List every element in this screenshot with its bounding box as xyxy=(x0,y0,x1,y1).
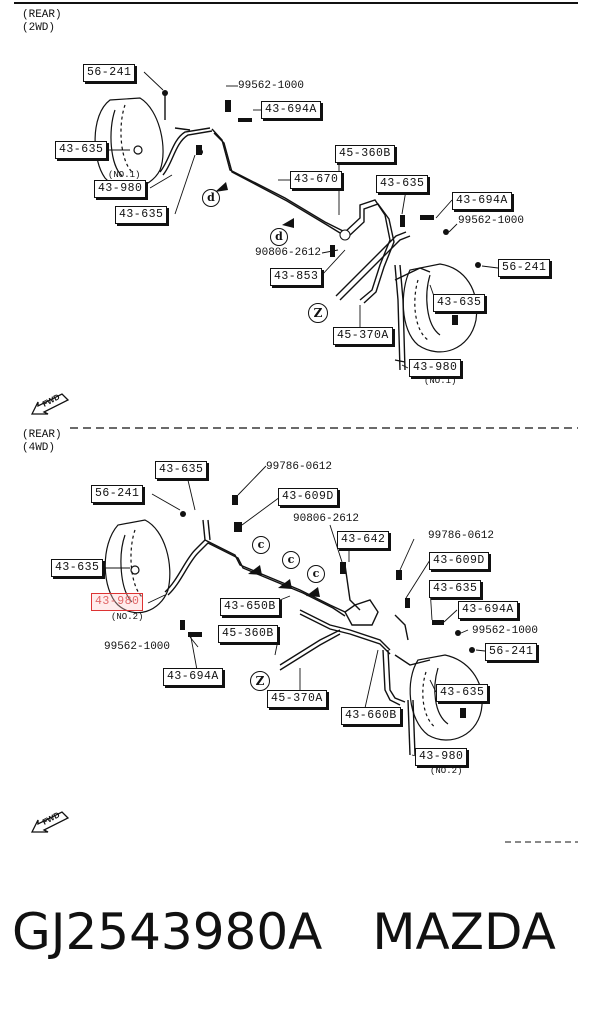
section-label-drive: (2WD) xyxy=(22,22,56,34)
marker-c: c xyxy=(307,565,325,583)
footer-title: GJ2543980A MAZDA xyxy=(12,902,556,962)
part-label-43-609D[interactable]: 43-609D xyxy=(278,488,338,506)
part-number-99562-1000[interactable]: 99562-1000 xyxy=(104,641,171,653)
part-label-43-670[interactable]: 43-670 xyxy=(290,171,343,189)
part-label-43-609D[interactable]: 43-609D xyxy=(429,552,489,570)
section-label-drive: (4WD) xyxy=(22,442,56,454)
part-label-43-650B[interactable]: 43-650B xyxy=(220,598,280,616)
part-label-45-360B[interactable]: 45-360B xyxy=(218,625,278,643)
part-label-43-980[interactable]: 43-980 xyxy=(415,748,468,766)
part-number-99562-1000[interactable]: 99562-1000 xyxy=(458,215,525,227)
leaders-2wd xyxy=(105,71,499,369)
leaders-4wd xyxy=(105,465,486,757)
marker-d: d xyxy=(202,189,220,207)
footer-brand: MAZDA xyxy=(372,903,556,961)
right-brake-assembly-4wd xyxy=(409,654,483,741)
fwd-arrow-icon: FWD xyxy=(30,808,70,834)
marker-d: d xyxy=(270,228,288,246)
sub-label-no1: (NO.1) xyxy=(108,170,141,180)
arrows-4wd xyxy=(248,565,320,597)
part-number-90806-2612[interactable]: 90806-2612 xyxy=(255,247,322,259)
part-label-45-370A[interactable]: 45-370A xyxy=(267,690,327,708)
part-label-45-360B[interactable]: 45-360B xyxy=(335,145,395,163)
section-header-4wd: (REAR) (4WD) xyxy=(22,429,62,455)
part-label-56-241[interactable]: 56-241 xyxy=(498,259,551,277)
fwd-arrow-icon: FWD xyxy=(30,390,70,416)
part-label-43-635[interactable]: 43-635 xyxy=(51,559,104,577)
part-label-43-635[interactable]: 43-635 xyxy=(429,580,482,598)
part-label-43-980[interactable]: 43-980 xyxy=(409,359,462,377)
part-label-45-370A[interactable]: 45-370A xyxy=(333,327,393,345)
part-label-56-241[interactable]: 56-241 xyxy=(91,485,144,503)
marker-c: c xyxy=(252,536,270,554)
fittings-2wd xyxy=(162,90,481,325)
brake-lines-2wd xyxy=(159,95,431,371)
footer-part-number: GJ2543980A xyxy=(12,903,323,961)
arrows-2wd xyxy=(215,182,294,228)
part-label-43-660B[interactable]: 43-660B xyxy=(341,707,401,725)
part-label-56-241[interactable]: 56-241 xyxy=(485,643,538,661)
part-number-99562-1000[interactable]: 99562-1000 xyxy=(238,80,305,92)
part-number-99786-0612[interactable]: 99786-0612 xyxy=(266,461,333,473)
part-label-43-694A[interactable]: 43-694A xyxy=(458,601,518,619)
part-label-43-853[interactable]: 43-853 xyxy=(270,268,323,286)
part-label-43-635[interactable]: 43-635 xyxy=(55,141,108,159)
right-brake-assembly-2wd xyxy=(402,263,478,353)
part-label-43-694A[interactable]: 43-694A xyxy=(452,192,512,210)
part-label-43-694A[interactable]: 43-694A xyxy=(163,668,223,686)
part-number-99562-1000[interactable]: 99562-1000 xyxy=(472,625,539,637)
section-label-rear: (REAR) xyxy=(22,9,62,21)
part-label-43-635[interactable]: 43-635 xyxy=(433,294,486,312)
part-number-99786-0612[interactable]: 99786-0612 xyxy=(428,530,495,542)
marker-c: c xyxy=(282,551,300,569)
part-label-43-635[interactable]: 43-635 xyxy=(436,684,489,702)
part-label-43-635[interactable]: 43-635 xyxy=(376,175,429,193)
section-label-rear: (REAR) xyxy=(22,429,62,441)
left-brake-assembly-4wd xyxy=(104,519,171,614)
sub-label-no2: (NO.2) xyxy=(111,612,144,622)
part-label-56-241[interactable]: 56-241 xyxy=(83,64,136,82)
fittings-4wd xyxy=(180,495,475,718)
marker-z: Z xyxy=(308,303,328,323)
part-label-43-635[interactable]: 43-635 xyxy=(155,461,208,479)
marker-z: Z xyxy=(250,671,270,691)
sub-label-no2: (NO.2) xyxy=(430,766,463,776)
part-label-43-635[interactable]: 43-635 xyxy=(115,206,168,224)
part-label-43-642[interactable]: 43-642 xyxy=(337,531,390,549)
part-label-43-980[interactable]: 43-980 xyxy=(94,180,147,198)
sub-label-no1: (NO.1) xyxy=(424,376,457,386)
section-header-2wd: (REAR) (2WD) xyxy=(22,9,62,35)
part-label-43-694A[interactable]: 43-694A xyxy=(261,101,321,119)
part-number-90806-2612[interactable]: 90806-2612 xyxy=(293,513,360,525)
part-label-43-980-highlighted[interactable]: 43-980 xyxy=(91,593,144,611)
